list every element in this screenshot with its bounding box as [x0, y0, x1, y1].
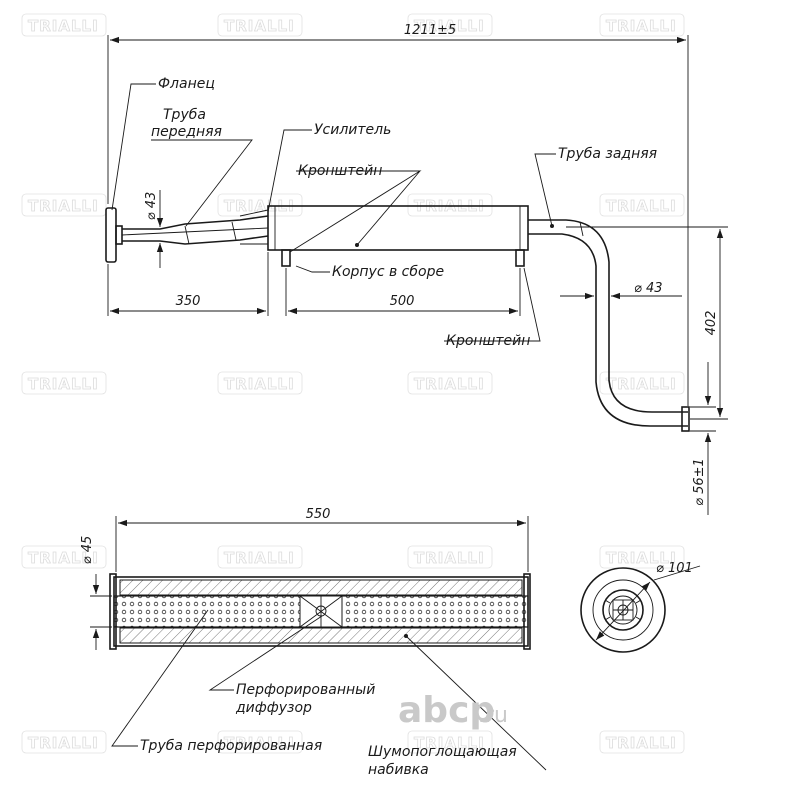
svg-text:.ru: .ru [478, 703, 508, 728]
svg-text:TRIALLI: TRIALLI [606, 197, 677, 215]
svg-text:TRIALLI: TRIALLI [606, 17, 677, 35]
label-rear-pipe: Труба задняя [558, 146, 657, 162]
dim-muffler-length: 550 [306, 507, 331, 522]
watermark-stamp: TRIALLI [217, 730, 303, 754]
watermark-stamp: TRIALLI [21, 545, 107, 569]
watermark-grid: TRIALLI TRIALLI TRIALLI TRIALLI TRIALLI TRIAL… [21, 13, 685, 754]
sound-absorbing-packing-bottom [119, 627, 523, 644]
dim-outlet-diameter: ⌀ 56±1 [692, 458, 707, 506]
svg-text:⌀ 43: ⌀ 43 [634, 281, 663, 296]
rear-pipe-shape [528, 219, 688, 427]
watermark-stamp: TRIALLI [407, 545, 493, 569]
label-front-pipe-line1: Труба [163, 107, 206, 123]
watermark-stamp: TRIALLI [217, 13, 303, 37]
svg-text:⌀ 45: ⌀ 45 [80, 536, 95, 565]
watermark-stamp: TRIALLI [217, 371, 303, 395]
label-flange: Фланец [158, 76, 215, 92]
front-pipe-shape [122, 215, 269, 245]
watermark-stamp: TRIALLI [21, 730, 107, 754]
watermark-stamp: TRIALLI [599, 193, 685, 217]
svg-text:TRIALLI: TRIALLI [28, 17, 99, 35]
watermark-stamp: TRIALLI [407, 730, 493, 754]
watermark-stamp: TRIALLI [599, 371, 685, 395]
svg-text:⌀ 56±1: ⌀ 56±1 [692, 458, 707, 506]
muffler-body-shape [267, 205, 529, 251]
svg-text:TRIALLI: TRIALLI [28, 549, 99, 567]
label-sound-absorbing-line1: Шумопоглощающая [368, 744, 517, 760]
watermark-stamp: TRIALLI [21, 193, 107, 217]
svg-text:TRIALLI: TRIALLI [28, 197, 99, 215]
watermark-stamp: TRIALLI [599, 545, 685, 569]
sound-absorbing-packing-top [119, 579, 523, 596]
svg-text:TRIALLI: TRIALLI [28, 375, 99, 393]
bracket-rear-shape [515, 249, 525, 267]
dim-front-diameter: ⌀ 43 [144, 192, 159, 221]
watermark-stamp: TRIALLI [217, 193, 303, 217]
label-reinforcement: Усилитель [314, 122, 391, 138]
muffler-end-view: ⌀ 101 [580, 561, 701, 653]
svg-text:⌀ 101: ⌀ 101 [656, 561, 693, 576]
svg-text:TRIALLI: TRIALLI [414, 734, 485, 752]
svg-text:TRIALLI: TRIALLI [414, 549, 485, 567]
svg-text:abcp: abcp [398, 690, 495, 731]
svg-text:TRIALLI: TRIALLI [224, 549, 295, 567]
dim-rear-height: 402 [704, 311, 719, 336]
svg-text:TRIALLI: TRIALLI [224, 375, 295, 393]
dim-body-length: 500 [390, 294, 415, 309]
watermark-stamp: TRIALLI [21, 371, 107, 395]
label-perforated-diffuser-line1: Перфорированный [236, 682, 375, 698]
watermark-stamp: TRIALLI [217, 545, 303, 569]
dim-overall-length: 1211±5 [404, 23, 456, 38]
label-body-assembly: Корпус в сборе [332, 264, 444, 280]
svg-text:TRIALLI: TRIALLI [224, 734, 295, 752]
watermark-stamp: TRIALLI [407, 193, 493, 217]
watermark-stamp: TRIALLI [599, 13, 685, 37]
muffler-section-view: 550 ⌀ 45 Перфорированный диффузор Труба … [80, 507, 547, 778]
watermark-stamp: TRIALLI [599, 730, 685, 754]
svg-text:TRIALLI: TRIALLI [606, 734, 677, 752]
label-front-pipe-line2: передняя [151, 124, 222, 140]
svg-text:⌀ 43: ⌀ 43 [144, 192, 159, 221]
svg-text:TRIALLI: TRIALLI [224, 17, 295, 35]
assembly-view: 1211±5 350 500 ⌀ 43 ⌀ 43 402 [105, 23, 728, 515]
dim-rear-diameter: ⌀ 43 [634, 281, 663, 296]
dim-end-diameter: ⌀ 101 [656, 561, 693, 576]
watermark-stamp: TRIALLI [407, 13, 493, 37]
watermark-stamp: TRIALLI [407, 371, 493, 395]
flange-shape [105, 207, 117, 263]
svg-text:TRIALLI: TRIALLI [606, 375, 677, 393]
dim-front-pipe-length: 350 [176, 294, 201, 309]
dim-inner-diameter: ⌀ 45 [80, 536, 95, 565]
label-perforated-diffuser-line2: диффузор [235, 700, 312, 716]
label-perforated-pipe: Труба перфорированная [140, 738, 322, 754]
svg-text:TRIALLI: TRIALLI [414, 375, 485, 393]
svg-text:TRIALLI: TRIALLI [414, 17, 485, 35]
svg-text:TRIALLI: TRIALLI [606, 549, 677, 567]
svg-text:TRIALLI: TRIALLI [224, 197, 295, 215]
label-sound-absorbing-line2: набивка [368, 762, 429, 778]
svg-text:TRIALLI: TRIALLI [28, 734, 99, 752]
abcp-logo: abcp .ru [398, 690, 508, 731]
bracket-front-shape [281, 249, 291, 267]
watermark-stamp: TRIALLI [21, 13, 107, 37]
